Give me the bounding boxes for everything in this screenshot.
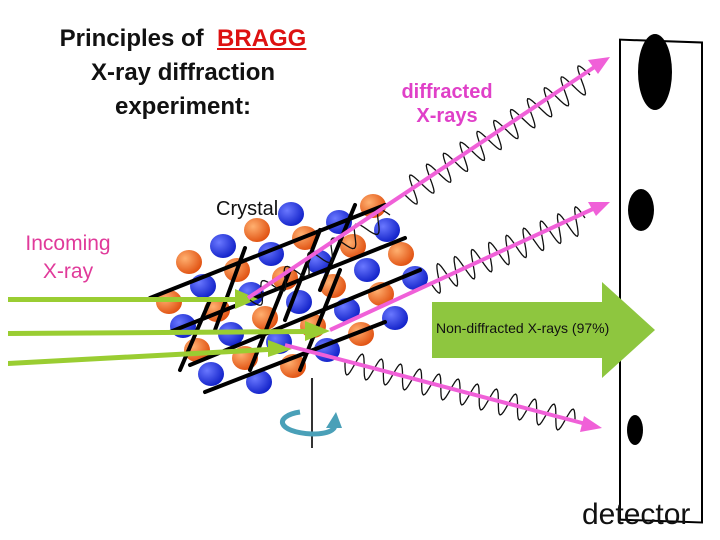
- atom-blue: [402, 266, 428, 290]
- lattice-line: [148, 203, 387, 300]
- rotation-arrow-icon: [279, 378, 342, 448]
- title-line3: experiment:: [114, 93, 252, 120]
- detector-screen: [619, 34, 703, 524]
- atom-orange: [388, 242, 414, 266]
- title-bragg: BRAGG: [217, 25, 307, 52]
- arrowhead-2: [588, 202, 610, 216]
- title-prefix: Principles of: [59, 25, 204, 52]
- atom-orange: [244, 218, 270, 242]
- lattice-line: [168, 236, 407, 334]
- lattice-planes: [148, 203, 422, 394]
- incoming-beam-2: [8, 321, 330, 341]
- lattice-line: [203, 320, 387, 394]
- diffracted-label-line2: X-rays: [416, 105, 478, 127]
- incoming-label: Incoming X-ray: [6, 230, 130, 286]
- lattice-line: [248, 268, 292, 372]
- crystal-label: Crystal: [216, 198, 279, 220]
- atom-orange: [176, 250, 202, 274]
- title-line2: X-ray diffraction: [90, 59, 276, 86]
- arrowhead-3: [580, 416, 602, 432]
- diffraction-spot: [628, 189, 654, 231]
- atom-blue: [278, 202, 304, 226]
- atom-orange: [340, 234, 366, 258]
- diffracted-beams: [246, 57, 610, 432]
- diffracted-label-line1: diffracted: [401, 81, 493, 103]
- incoming-label-line2: X-ray: [42, 260, 94, 283]
- lattice-line: [318, 203, 357, 292]
- atom-blue: [354, 258, 380, 282]
- diffracted-beam-1: [246, 64, 598, 300]
- incoming-beam-3: [8, 340, 292, 366]
- detector-label: detector: [582, 498, 691, 531]
- lattice-line: [213, 246, 247, 332]
- incoming-beams: [8, 289, 330, 366]
- atom-blue: [382, 306, 408, 330]
- diagram-title: Principles of BRAGG X-ray diffraction ex…: [18, 22, 348, 124]
- atom-blue: [374, 218, 400, 242]
- diffracted-beam-3: [284, 343, 587, 426]
- atom-blue: [210, 234, 236, 258]
- diffracted-label: diffracted X-rays: [372, 80, 522, 128]
- diffraction-spot: [627, 415, 643, 445]
- diffraction-spot: [638, 34, 672, 110]
- non-diffracted-label: Non-diffracted X-rays (97%): [436, 320, 610, 336]
- lattice-line: [178, 298, 212, 372]
- diffracted-beam-2: [329, 206, 596, 332]
- lattice-line: [298, 268, 342, 372]
- incoming-beam-1: [8, 289, 258, 309]
- atom-blue: [198, 362, 224, 386]
- atom-blue: [246, 370, 272, 394]
- incoming-label-line1: Incoming: [25, 232, 111, 255]
- arrowhead-1: [588, 57, 610, 74]
- non-diffracted-arrow: [432, 282, 655, 378]
